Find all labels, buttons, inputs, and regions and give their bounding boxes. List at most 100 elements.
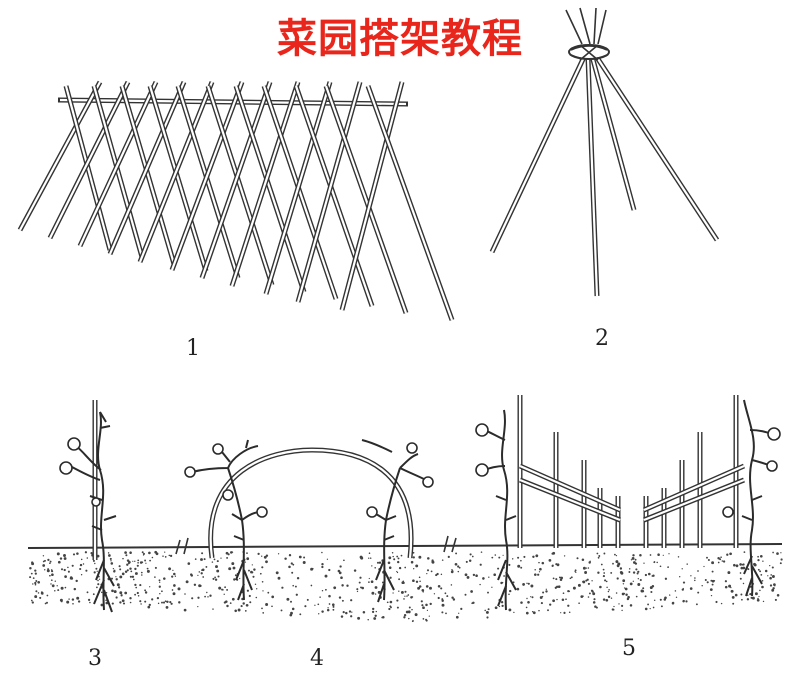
soil-speck (135, 586, 138, 589)
soil-speck (90, 552, 93, 555)
soil-speck (513, 611, 515, 614)
soil-speck (772, 587, 775, 590)
soil-speck (739, 563, 742, 566)
soil-speck (290, 611, 293, 615)
soil-speck (213, 558, 216, 561)
soil-speck (491, 556, 494, 559)
soil-speck (526, 597, 528, 600)
soil-speck (403, 598, 405, 600)
soil-speck (709, 588, 713, 591)
soil-speck (141, 551, 144, 554)
soil-speck (426, 609, 429, 612)
soil-speck (132, 578, 135, 581)
soil-speck (451, 596, 454, 599)
soil-speck (223, 593, 225, 595)
soil-speck (42, 564, 46, 567)
soil-speck (303, 556, 306, 559)
soil-speck (664, 577, 668, 580)
soil-speck (486, 616, 489, 619)
soil-speck (288, 565, 291, 569)
soil-speck (520, 559, 522, 562)
soil-speck (396, 571, 399, 574)
soil-speck (603, 552, 606, 555)
figure-2-tepee-trellis: 2 (489, 7, 720, 351)
soil-speck (404, 566, 407, 569)
soil-speck (226, 588, 229, 591)
soil-speck (740, 593, 743, 596)
soil-speck (430, 570, 433, 573)
soil-speck (127, 562, 130, 565)
soil-speck (491, 586, 493, 588)
soil-speck (581, 558, 585, 562)
soil-speck (231, 562, 235, 566)
soil-speck (374, 586, 378, 589)
soil-speck (776, 594, 780, 597)
soil-speck (168, 567, 172, 571)
soil-speck (475, 574, 478, 577)
soil-speck (51, 570, 54, 573)
soil-speck (46, 594, 49, 597)
soil-speck (184, 593, 186, 595)
soil-speck (562, 592, 565, 595)
soil-speck (742, 566, 746, 570)
soil-speck (508, 563, 511, 566)
soil-speck (120, 594, 123, 596)
soil-speck (681, 588, 684, 591)
soil-speck (108, 554, 111, 557)
soil-speck (144, 589, 147, 592)
soil-speck (358, 581, 361, 584)
soil-speck (252, 575, 255, 578)
soil-speck (212, 608, 214, 610)
soil-speck (76, 552, 79, 555)
soil-speck (437, 584, 441, 588)
soil-speck (419, 580, 421, 583)
soil-speck (306, 598, 309, 601)
soil-speck (357, 616, 361, 620)
fence-stakes (517, 395, 739, 548)
soil-speck (205, 565, 208, 568)
soil-speck (386, 601, 389, 604)
soil-speck (275, 571, 279, 575)
soil-speck (656, 561, 658, 564)
soil-speck (50, 579, 53, 582)
soil-speck (500, 581, 503, 585)
soil-speck (64, 586, 67, 589)
soil-speck (262, 590, 264, 592)
soil-speck (636, 572, 639, 575)
soil-speck (497, 567, 500, 570)
soil-speck (178, 601, 181, 604)
soil-speck (129, 551, 132, 554)
soil-speck (650, 590, 653, 594)
soil-speck (113, 590, 117, 594)
soil-speck (479, 563, 482, 566)
soil-speck (465, 560, 468, 563)
soil-speck (724, 580, 728, 583)
soil-speck (226, 556, 229, 559)
soil-speck (592, 592, 596, 596)
soil-speck (637, 570, 640, 573)
soil-speck (576, 557, 579, 560)
soil-speck (602, 575, 605, 578)
soil-speck (628, 568, 631, 570)
soil-speck (681, 568, 683, 570)
soil-speck (756, 598, 760, 602)
soil-speck (158, 585, 161, 588)
soil-speck (173, 584, 176, 587)
soil-speck (34, 572, 37, 575)
soil-speck (575, 571, 577, 574)
soil-speck (411, 620, 414, 623)
soil-speck (540, 602, 543, 605)
soil-speck (427, 557, 430, 560)
soil-speck (520, 566, 523, 569)
soil-speck (596, 552, 599, 555)
soil-speck (610, 571, 613, 574)
soil-speck (639, 578, 642, 582)
soil-speck (697, 570, 699, 572)
soil-speck (626, 597, 630, 601)
soil-speck (187, 562, 191, 565)
soil-speck (479, 583, 481, 586)
leaning-pole (261, 85, 339, 300)
soil-speck (560, 612, 562, 614)
soil-speck (770, 574, 773, 576)
soil-speck (534, 569, 536, 571)
